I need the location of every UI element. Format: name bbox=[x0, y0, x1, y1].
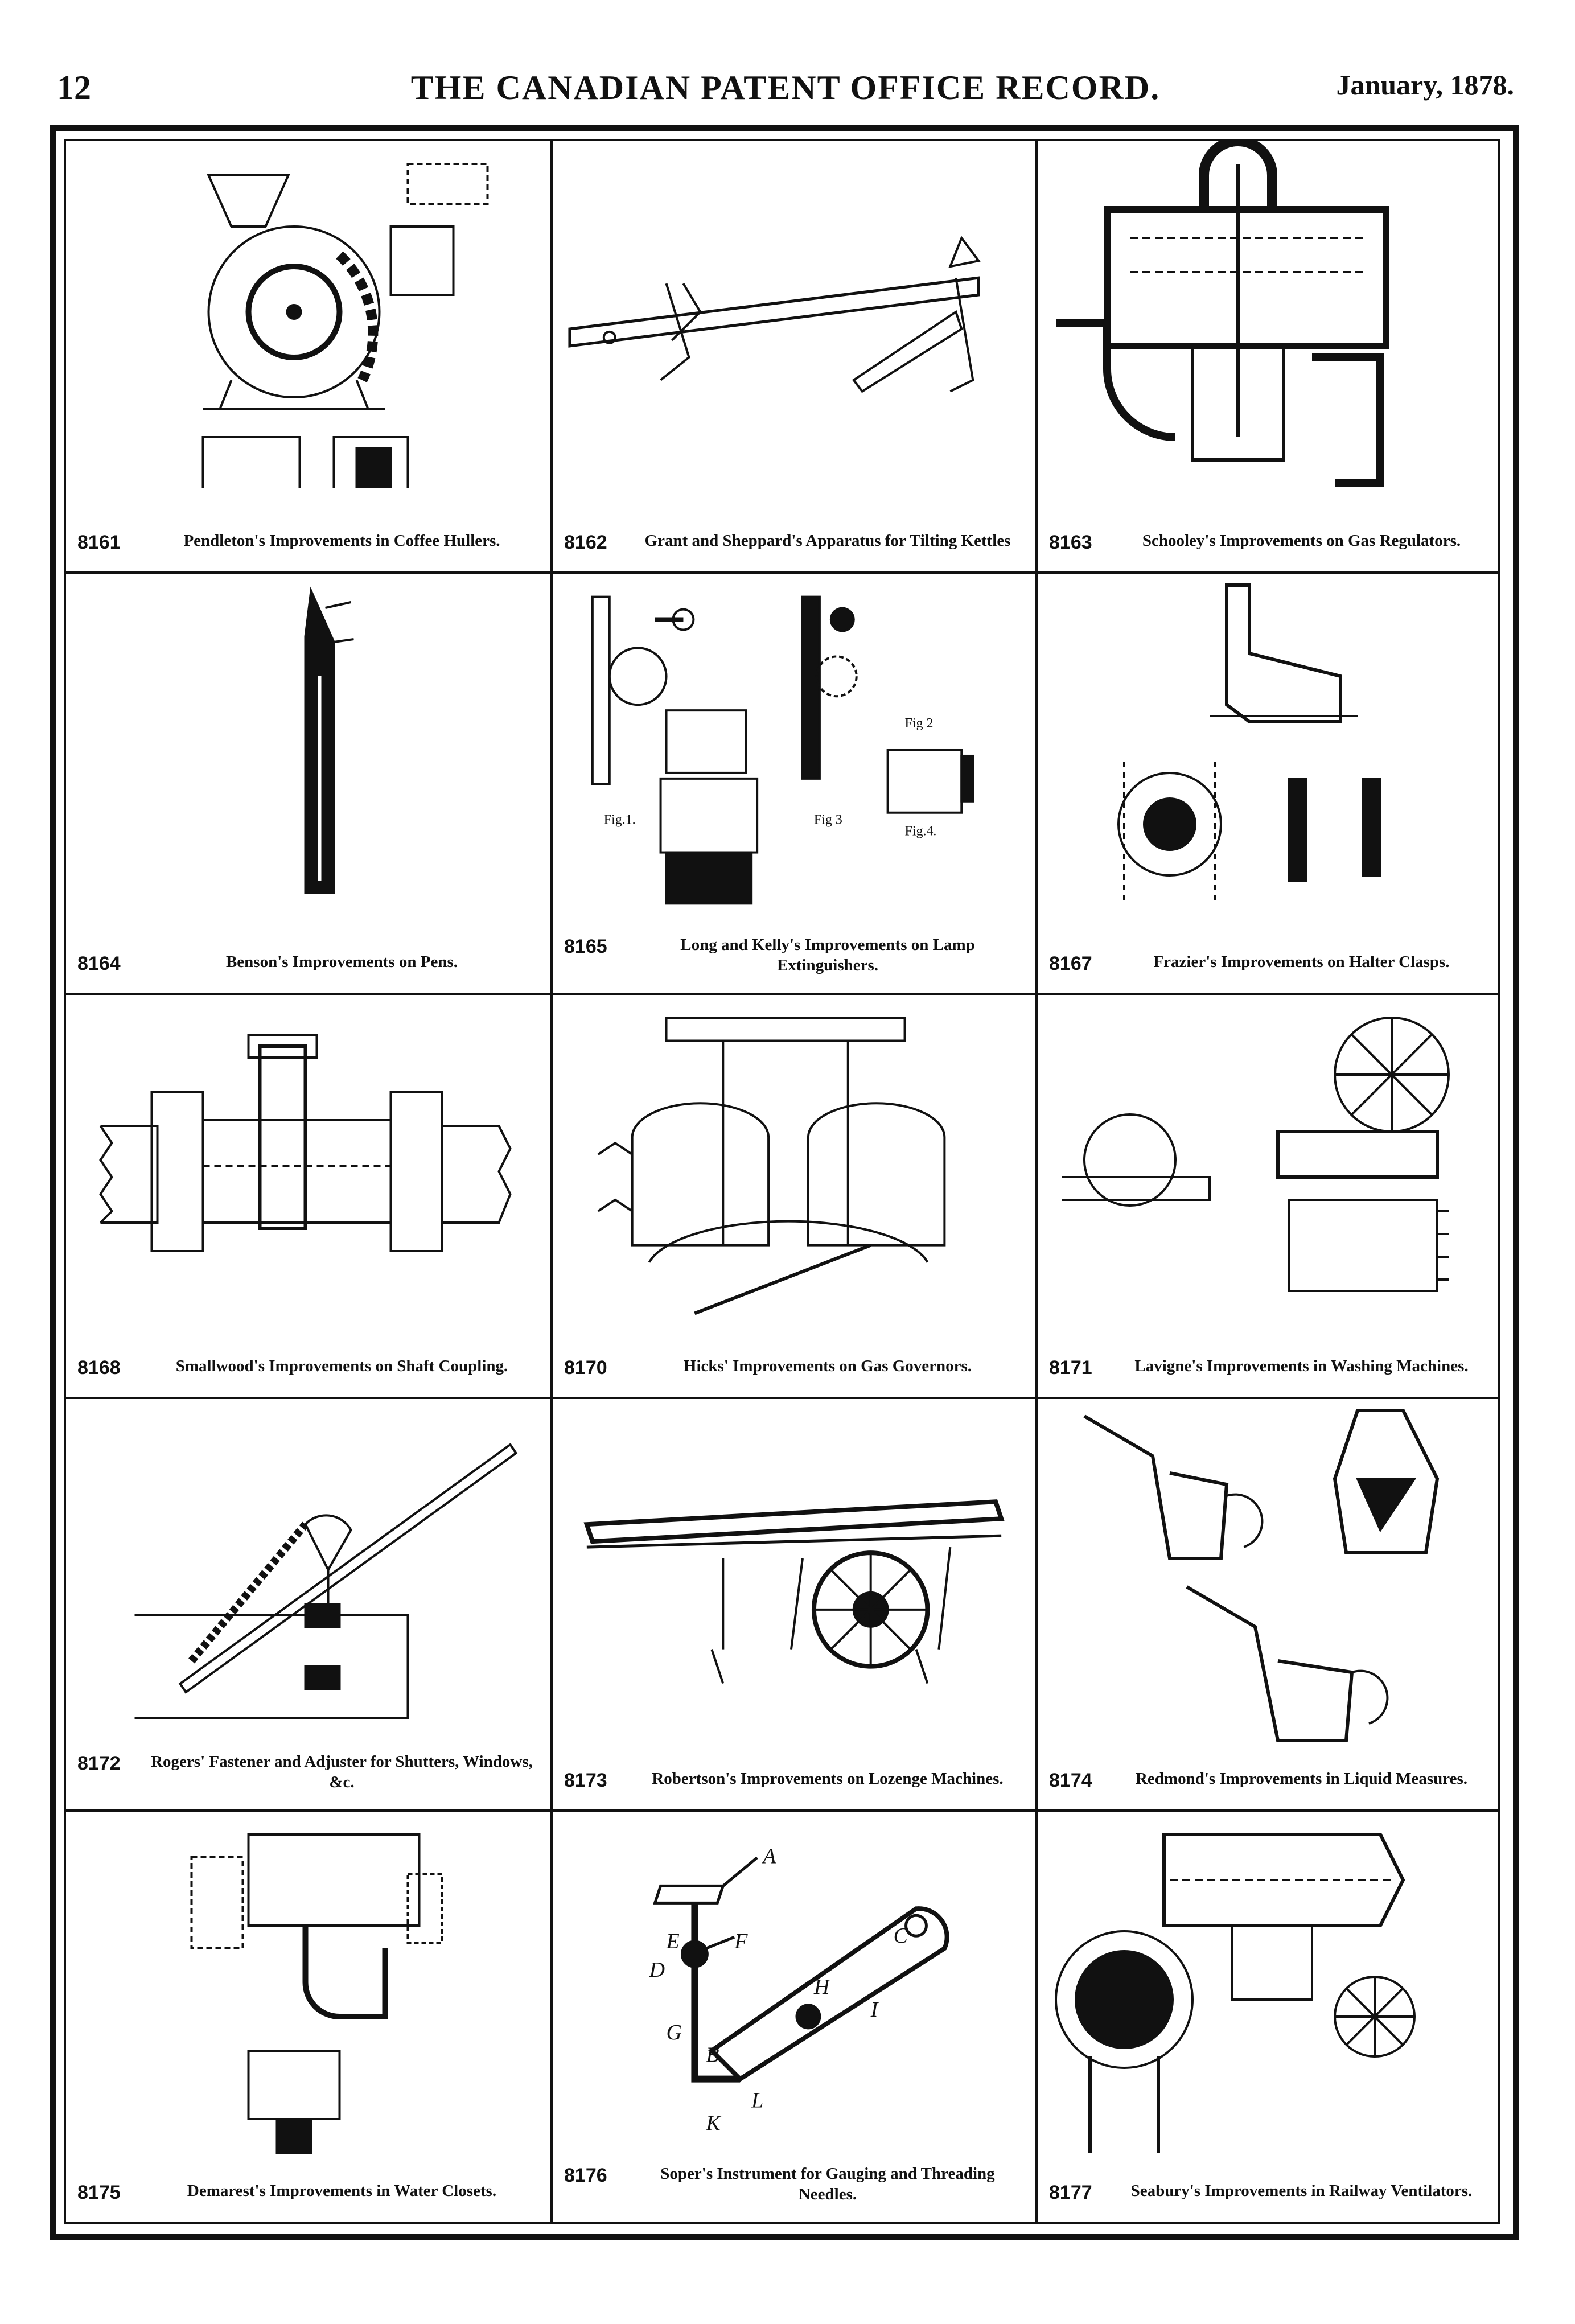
part-label: I bbox=[870, 1998, 879, 2022]
part-label: G bbox=[667, 2021, 682, 2045]
patent-cell: A F E D B G H C I L K 8176 Soper's Instr… bbox=[553, 1812, 1038, 2222]
patent-number: 8161 bbox=[77, 531, 121, 553]
water-closet-drawing bbox=[190, 1833, 443, 2154]
shaft-coupling-drawing bbox=[99, 1034, 512, 1252]
patent-title: Soper's Instrument for Gauging and Threa… bbox=[660, 2164, 995, 2203]
patent-number: 8177 bbox=[1049, 2181, 1092, 2203]
halter-clasp-drawing bbox=[1117, 583, 1381, 904]
patent-cell: 8164 Benson's Improvements on Pens. bbox=[66, 574, 553, 995]
patent-title: Pendleton's Improvements in Coffee Hulle… bbox=[183, 531, 500, 550]
patent-title: Frazier's Improvements on Halter Clasps. bbox=[1153, 952, 1450, 971]
patent-title: Grant and Sheppard's Apparatus for Tilti… bbox=[644, 531, 1011, 550]
needle-gauge-drawing: A F E D B G H C I L K bbox=[649, 1845, 949, 2135]
part-label: H bbox=[813, 1975, 831, 1999]
patent-caption: 8168 Smallwood's Improvements on Shaft C… bbox=[77, 1356, 539, 1380]
patent-cell: 8173 Robertson's Improvements on Lozenge… bbox=[553, 1399, 1038, 1812]
patent-title: Rogers' Fastener and Adjuster for Shutte… bbox=[151, 1752, 533, 1791]
patent-cell: Fig.1. Fig 2 Fig 3 Fig.4. 8165 Long and … bbox=[553, 574, 1038, 995]
patent-caption: 8163 Schooley's Improvements on Gas Regu… bbox=[1049, 530, 1487, 555]
patent-number: 8176 bbox=[564, 2164, 607, 2186]
patent-title: Redmond's Improvements in Liquid Measure… bbox=[1135, 1769, 1468, 1788]
part-label: E bbox=[666, 1930, 680, 1953]
figure-label: Fig.4. bbox=[905, 824, 937, 839]
patent-number: 8172 bbox=[77, 1752, 121, 1774]
patent-caption: 8174 Redmond's Improvements in Liquid Me… bbox=[1049, 1768, 1487, 1793]
lamp-extinguisher-drawing: Fig.1. Fig 2 Fig 3 Fig.4. bbox=[591, 595, 974, 905]
patent-caption: 8175 Demarest's Improvements in Water Cl… bbox=[77, 2181, 539, 2205]
patent-title: Hicks' Improvements on Gas Governors. bbox=[683, 1356, 972, 1375]
figure-label: Fig 3 bbox=[814, 813, 842, 828]
patent-caption: 8171 Lavigne's Improvements in Washing M… bbox=[1049, 1356, 1487, 1380]
patent-number: 8174 bbox=[1049, 1769, 1092, 1791]
part-label: L bbox=[751, 2088, 763, 2112]
patent-caption: 8164 Benson's Improvements on Pens. bbox=[77, 952, 539, 976]
patent-number: 8170 bbox=[564, 1356, 607, 1379]
patent-number: 8162 bbox=[564, 531, 607, 553]
patent-caption: 8162 Grant and Sheppard's Apparatus for … bbox=[564, 530, 1024, 555]
liquid-measure-drawing bbox=[1083, 1409, 1440, 1742]
patent-cell: 8168 Smallwood's Improvements on Shaft C… bbox=[66, 995, 553, 1399]
pen-drawing bbox=[304, 586, 354, 894]
outer-border bbox=[50, 125, 1519, 2240]
patent-caption: 8170 Hicks' Improvements on Gas Governor… bbox=[564, 1356, 1024, 1380]
patent-caption: 8172 Rogers' Fastener and Adjuster for S… bbox=[77, 1751, 539, 1793]
patent-cell: 8170 Hicks' Improvements on Gas Governor… bbox=[553, 995, 1038, 1399]
patent-caption: 8177 Seabury's Improvements in Railway V… bbox=[1049, 2181, 1487, 2205]
part-label: A bbox=[761, 1845, 776, 1869]
figure-label: Fig 2 bbox=[905, 716, 934, 731]
patent-cell: 8177 Seabury's Improvements in Railway V… bbox=[1038, 1812, 1498, 2222]
patent-title: Robertson's Improvements on Lozenge Mach… bbox=[652, 1769, 1004, 1788]
page-number: 12 bbox=[57, 69, 91, 106]
patent-title: Benson's Improvements on Pens. bbox=[225, 952, 458, 971]
patent-cell: 8174 Redmond's Improvements in Liquid Me… bbox=[1038, 1399, 1498, 1812]
patent-caption: 8161 Pendleton's Improvements in Coffee … bbox=[77, 530, 539, 555]
patent-caption: 8165 Long and Kelly's Improvements on La… bbox=[564, 935, 1024, 976]
patent-caption: 8173 Robertson's Improvements on Lozenge… bbox=[564, 1768, 1024, 1793]
patent-number: 8164 bbox=[77, 952, 121, 974]
patent-title: Demarest's Improvements in Water Closets… bbox=[187, 2181, 497, 2200]
patent-caption: 8167 Frazier's Improvements on Halter Cl… bbox=[1049, 952, 1487, 976]
patent-cell: 8161 Pendleton's Improvements in Coffee … bbox=[66, 141, 553, 574]
part-label: D bbox=[649, 1958, 665, 1982]
patent-number: 8171 bbox=[1049, 1356, 1092, 1379]
shutter-fastener-drawing bbox=[134, 1443, 518, 1719]
issue-date: January, 1878. bbox=[1336, 69, 1514, 101]
coffee-huller-drawing bbox=[201, 163, 489, 488]
patent-title: Lavigne's Improvements in Washing Machin… bbox=[1134, 1356, 1469, 1375]
patent-title: Schooley's Improvements on Gas Regulator… bbox=[1142, 531, 1461, 550]
patent-title: Smallwood's Improvements on Shaft Coupli… bbox=[175, 1356, 508, 1375]
tilting-kettle-drawing bbox=[568, 236, 981, 393]
railway-ventilator-drawing bbox=[1055, 1833, 1416, 2153]
patent-grid: 8161 Pendleton's Improvements in Coffee … bbox=[64, 139, 1500, 2224]
patent-cell: 8172 Rogers' Fastener and Adjuster for S… bbox=[66, 1399, 553, 1812]
gas-regulator-drawing bbox=[1056, 141, 1389, 487]
patent-cell: 8163 Schooley's Improvements on Gas Regu… bbox=[1038, 141, 1498, 574]
publication-title: THE CANADIAN PATENT OFFICE RECORD. bbox=[410, 69, 1161, 106]
patent-number: 8165 bbox=[564, 935, 607, 957]
patent-number: 8168 bbox=[77, 1356, 121, 1379]
page-header: 12 THE CANADIAN PATENT OFFICE RECORD. Ja… bbox=[57, 63, 1514, 114]
part-label: F bbox=[734, 1930, 748, 1953]
patent-number: 8175 bbox=[77, 2181, 121, 2203]
part-label: B bbox=[706, 2043, 719, 2067]
part-label: K bbox=[705, 2111, 721, 2135]
washing-machine-drawing bbox=[1062, 1017, 1450, 1292]
figure-label: Fig.1. bbox=[604, 813, 636, 828]
lozenge-machine-drawing bbox=[583, 1499, 1005, 1684]
patent-title: Seabury's Improvements in Railway Ventil… bbox=[1130, 2181, 1473, 2200]
patent-number: 8173 bbox=[564, 1769, 607, 1791]
patent-number: 8163 bbox=[1049, 531, 1092, 553]
patent-number: 8167 bbox=[1049, 952, 1092, 974]
gas-governor-drawing bbox=[597, 1017, 946, 1315]
patent-cell: 8167 Frazier's Improvements on Halter Cl… bbox=[1038, 574, 1498, 995]
patent-caption: 8176 Soper's Instrument for Gauging and … bbox=[564, 2163, 1024, 2205]
patent-cell: 8175 Demarest's Improvements in Water Cl… bbox=[66, 1812, 553, 2222]
patent-title: Long and Kelly's Improvements on Lamp Ex… bbox=[680, 935, 975, 974]
patent-cell: 8171 Lavigne's Improvements in Washing M… bbox=[1038, 995, 1498, 1399]
patent-cell: 8162 Grant and Sheppard's Apparatus for … bbox=[553, 141, 1038, 574]
part-label: C bbox=[894, 1924, 908, 1948]
